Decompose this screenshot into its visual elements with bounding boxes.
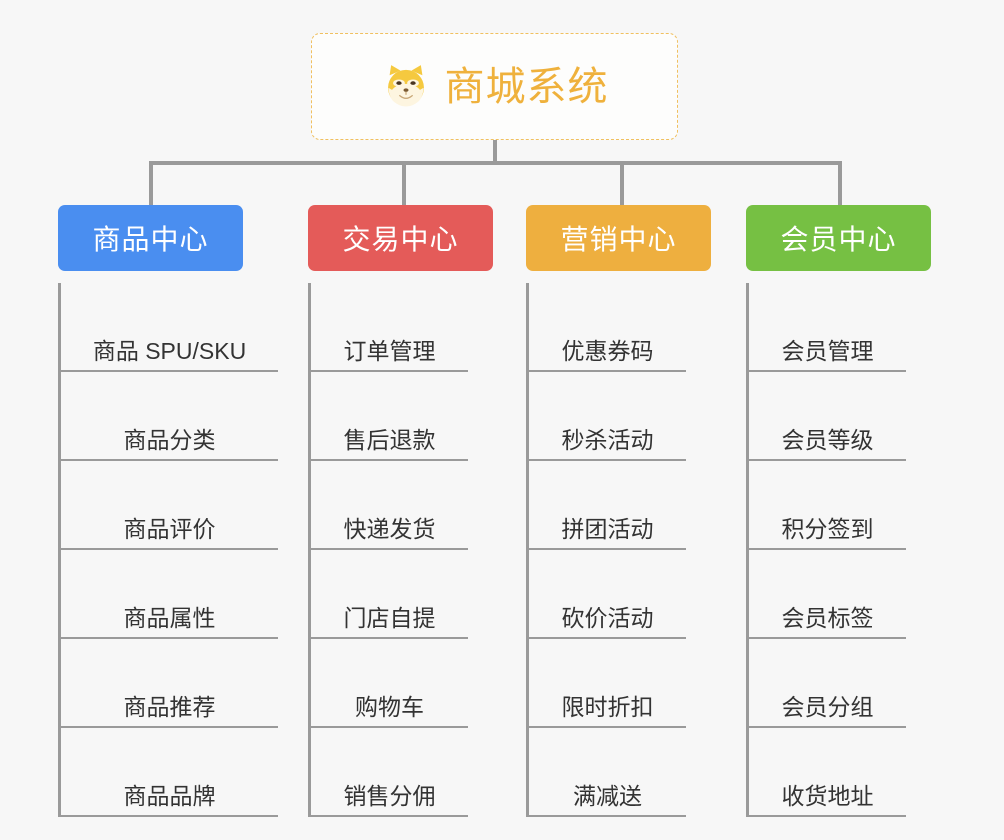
branch-column-2: 交易中心 订单管理 售后退款 快递发货 门店自提 购物车 销售分佣	[308, 205, 493, 817]
leaf-label: 购物车	[355, 693, 424, 720]
branch-leaf-list-4: 会员管理 会员等级 积分签到 会员标签 会员分组 收货地址	[746, 283, 906, 817]
leaf-item[interactable]: 秒杀活动	[529, 372, 686, 461]
leaf-item[interactable]: 积分签到	[749, 461, 906, 550]
branch-leaf-list-1: 商品 SPU/SKU 商品分类 商品评价 商品属性 商品推荐 商品品牌	[58, 283, 278, 817]
leaf-label: 商品推荐	[123, 693, 216, 720]
connector-drop-4	[838, 161, 842, 205]
leaf-item[interactable]: 订单管理	[311, 283, 468, 372]
leaf-label: 优惠券码	[561, 337, 654, 364]
connector-drop-3	[620, 161, 624, 205]
leaf-item[interactable]: 收货地址	[749, 728, 906, 817]
leaf-item[interactable]: 会员等级	[749, 372, 906, 461]
leaf-label: 收货地址	[781, 782, 874, 809]
branch-leaf-list-3: 优惠券码 秒杀活动 拼团活动 砍价活动 限时折扣 满减送	[526, 283, 686, 817]
leaf-label: 商品品牌	[123, 782, 216, 809]
shiba-dog-face-icon	[387, 64, 424, 107]
leaf-label: 订单管理	[343, 337, 436, 364]
leaf-label: 限时折扣	[561, 693, 654, 720]
leaf-item[interactable]: 销售分佣	[311, 728, 468, 817]
connector-drop-2	[402, 161, 406, 205]
connector-horizontal-bus	[149, 161, 840, 165]
leaf-label: 会员分组	[781, 693, 874, 720]
leaf-item[interactable]: 商品评价	[61, 461, 278, 550]
leaf-item[interactable]: 快递发货	[311, 461, 468, 550]
leaf-label: 拼团活动	[561, 515, 654, 542]
leaf-label: 商品属性	[123, 604, 216, 631]
root-title: 商城系统	[444, 64, 609, 109]
leaf-item[interactable]: 优惠券码	[529, 283, 686, 372]
branch-column-1: 商品中心 商品 SPU/SKU 商品分类 商品评价 商品属性 商品推荐 商品品牌	[58, 205, 278, 817]
leaf-label: 门店自提	[343, 604, 436, 631]
leaf-label: 商品分类	[123, 426, 216, 453]
leaf-item[interactable]: 商品推荐	[61, 639, 278, 728]
branch-header-1[interactable]: 商品中心	[58, 205, 243, 271]
leaf-label: 商品评价	[123, 515, 216, 542]
leaf-label: 商品 SPU/SKU	[92, 337, 247, 364]
branch-leaf-list-2: 订单管理 售后退款 快递发货 门店自提 购物车 销售分佣	[308, 283, 468, 817]
leaf-item[interactable]: 商品 SPU/SKU	[61, 283, 278, 372]
leaf-item[interactable]: 售后退款	[311, 372, 468, 461]
leaf-label: 秒杀活动	[561, 426, 654, 453]
leaf-label: 售后退款	[343, 426, 436, 453]
connector-root-stem	[493, 140, 497, 163]
leaf-label: 会员标签	[781, 604, 874, 631]
leaf-item[interactable]: 会员管理	[749, 283, 906, 372]
leaf-label: 会员管理	[781, 337, 874, 364]
leaf-label: 砍价活动	[561, 604, 654, 631]
leaf-item[interactable]: 商品属性	[61, 550, 278, 639]
branch-column-4: 会员中心 会员管理 会员等级 积分签到 会员标签 会员分组 收货地址	[746, 205, 931, 817]
branch-header-4[interactable]: 会员中心	[746, 205, 931, 271]
root-node[interactable]: 商城系统	[311, 33, 678, 140]
leaf-item[interactable]: 会员分组	[749, 639, 906, 728]
branch-header-2[interactable]: 交易中心	[308, 205, 493, 271]
leaf-label: 销售分佣	[343, 782, 436, 809]
leaf-label: 积分签到	[781, 515, 874, 542]
leaf-item[interactable]: 门店自提	[311, 550, 468, 639]
leaf-item[interactable]: 购物车	[311, 639, 468, 728]
leaf-item[interactable]: 限时折扣	[529, 639, 686, 728]
leaf-item[interactable]: 拼团活动	[529, 461, 686, 550]
leaf-item[interactable]: 商品分类	[61, 372, 278, 461]
leaf-label: 快递发货	[343, 515, 436, 542]
branch-column-3: 营销中心 优惠券码 秒杀活动 拼团活动 砍价活动 限时折扣 满减送	[526, 205, 711, 817]
leaf-item[interactable]: 商品品牌	[61, 728, 278, 817]
branch-header-3[interactable]: 营销中心	[526, 205, 711, 271]
leaf-label: 会员等级	[781, 426, 874, 453]
leaf-item[interactable]: 会员标签	[749, 550, 906, 639]
leaf-item[interactable]: 满减送	[529, 728, 686, 817]
leaf-item[interactable]: 砍价活动	[529, 550, 686, 639]
leaf-label: 满减送	[573, 782, 642, 809]
connector-drop-1	[149, 161, 153, 205]
